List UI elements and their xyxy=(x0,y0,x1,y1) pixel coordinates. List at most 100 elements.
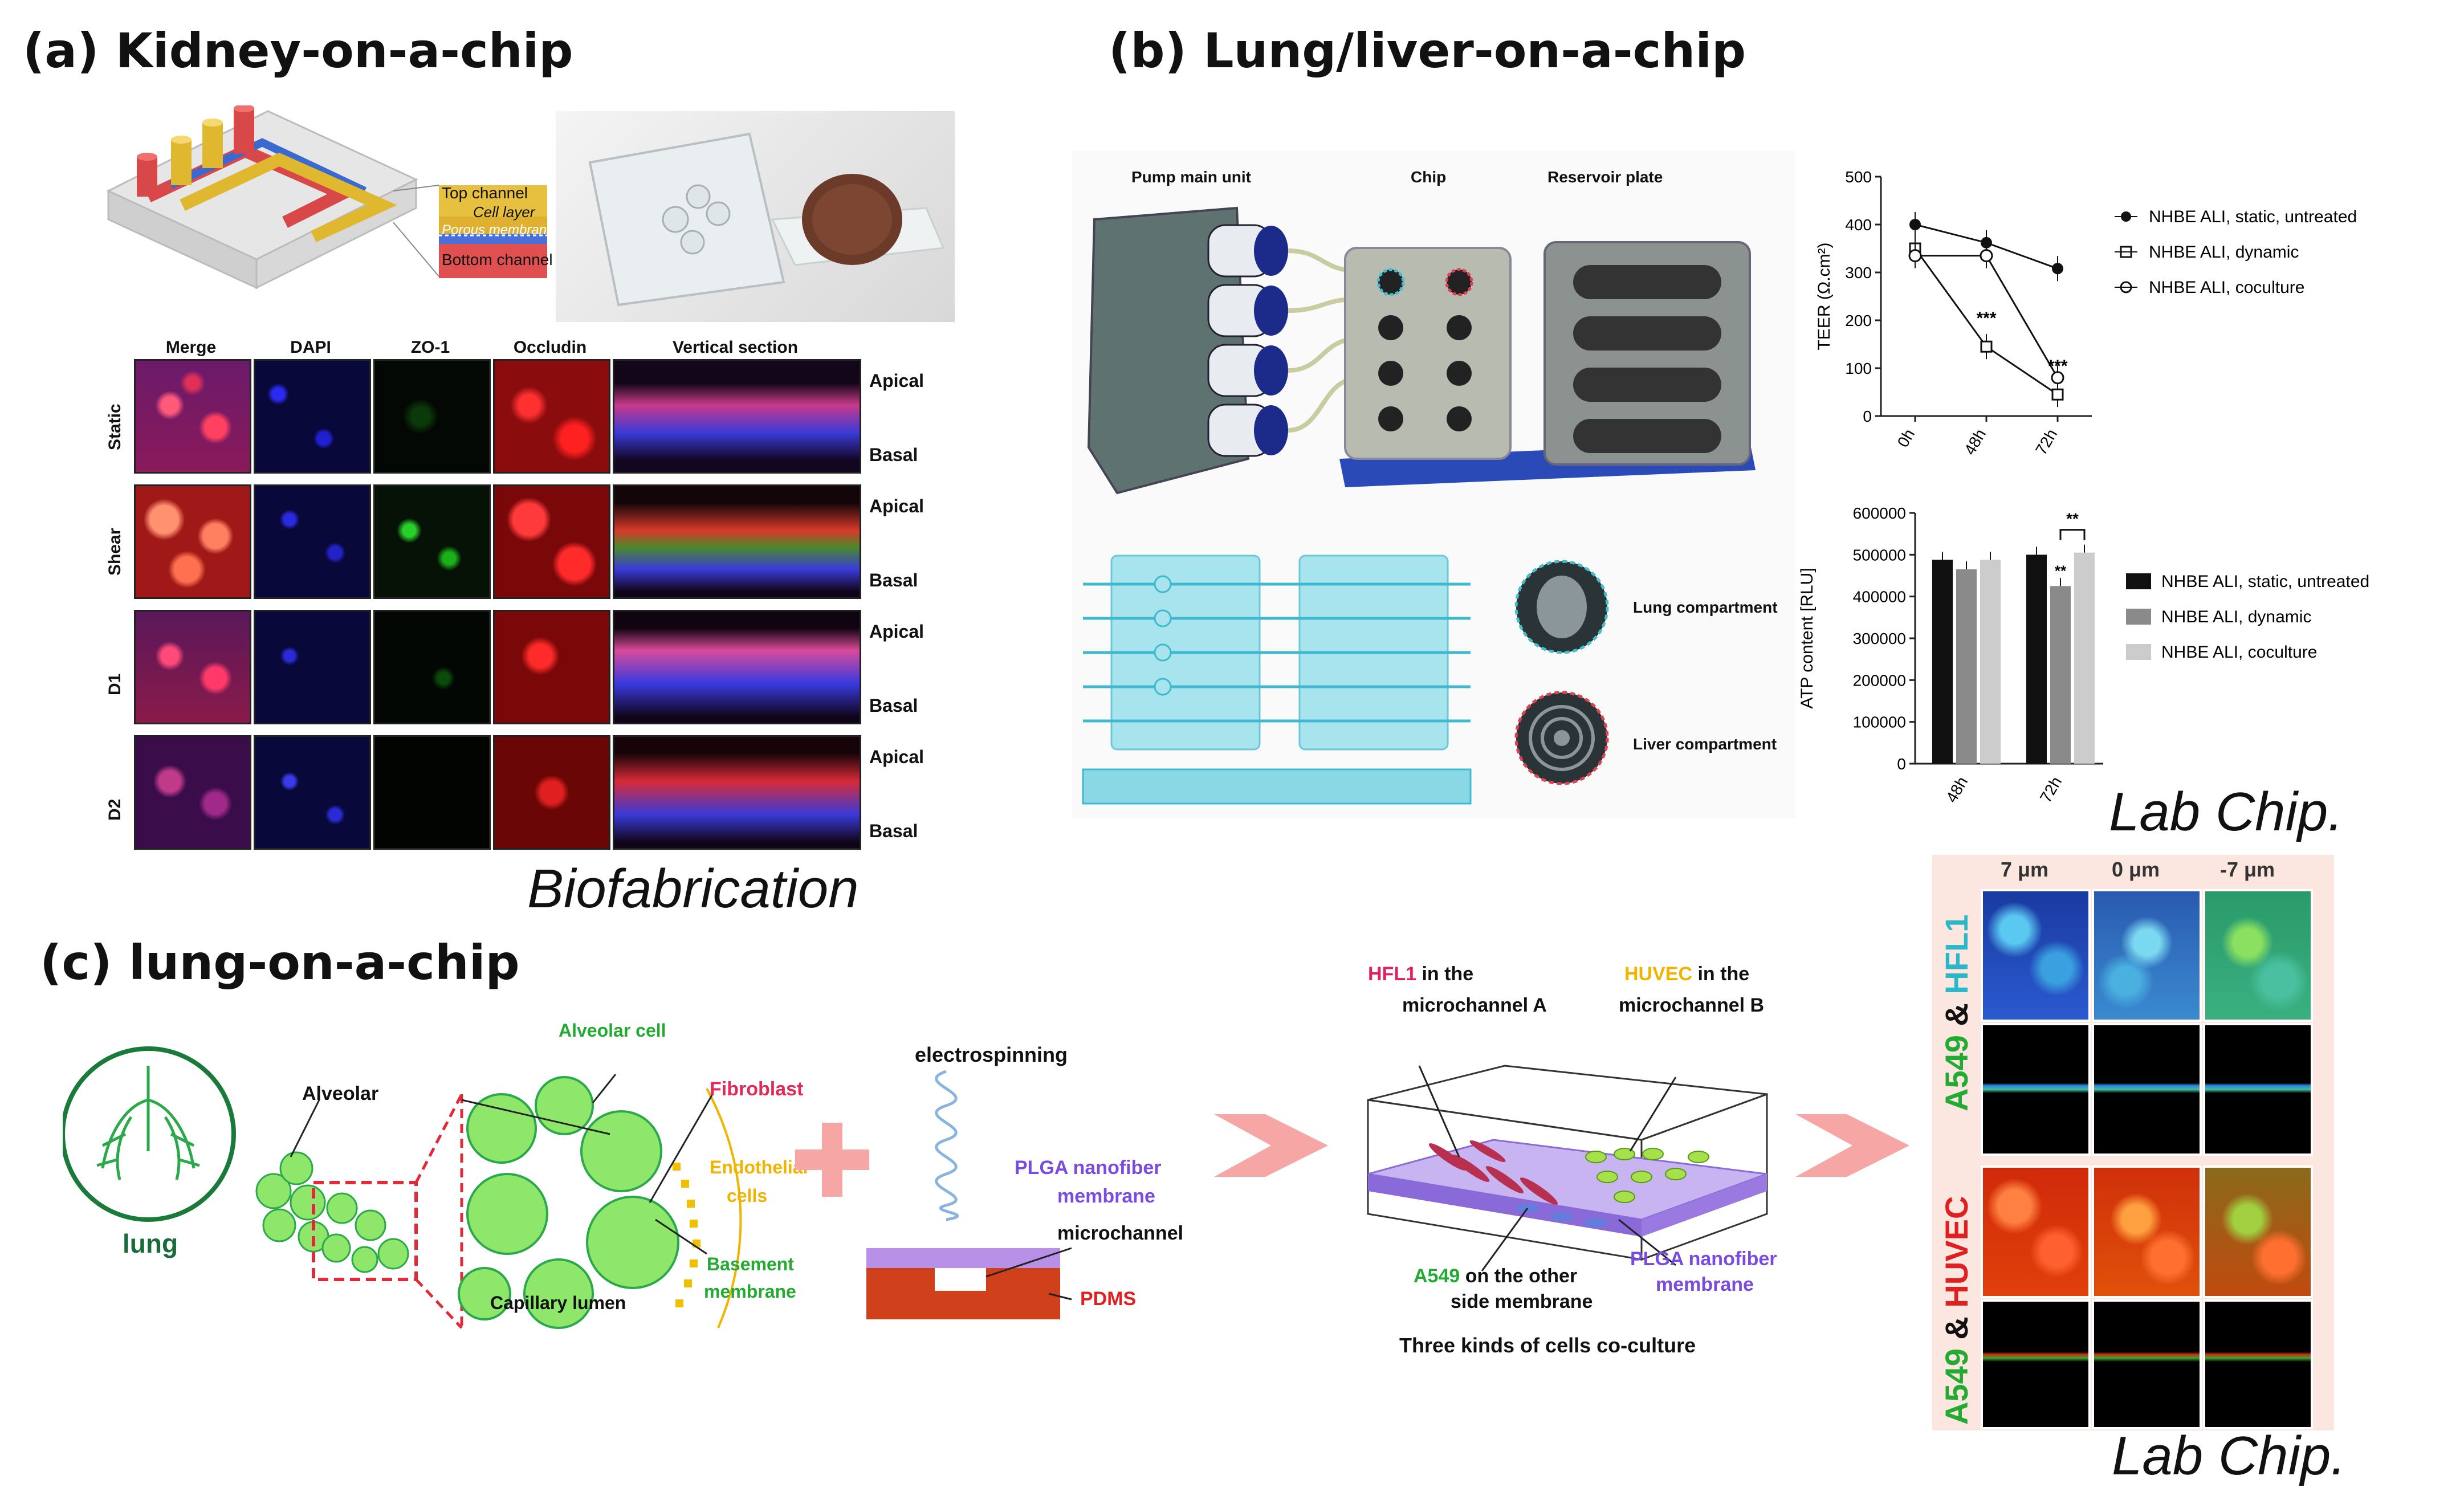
huvec-cross-section-7um xyxy=(1981,1299,2091,1429)
teer-y-tick-label: 200 xyxy=(1845,312,1872,329)
huvec-text: HUVEC xyxy=(1624,963,1693,985)
panel-c-title: (c) lung-on-a-chip xyxy=(40,935,520,991)
panel-a-title: (a) Kidney-on-a-chip xyxy=(23,23,573,79)
atp-y-tick-label: 0 xyxy=(1897,755,1906,773)
row-label-static: Static xyxy=(105,403,124,450)
a549-text: A549 xyxy=(1414,1265,1460,1287)
teer-x-tick-label: 0h xyxy=(1894,426,1918,450)
vertical-section-d2 xyxy=(613,735,861,850)
hfl1-micrograph-0um xyxy=(2092,889,2202,1022)
atp-significance-bracket xyxy=(2059,529,2086,540)
teer-point xyxy=(1908,249,1922,263)
apical-label-shear: Apical xyxy=(869,496,924,516)
label-reservoir-plate: Reservoir plate xyxy=(1547,168,1663,186)
col-header-merge: Merge xyxy=(165,338,217,357)
plga-label-line2: membrane xyxy=(1057,1185,1155,1207)
basal-label-static: Basal xyxy=(869,445,918,465)
plga-b-label-line2: membrane xyxy=(1656,1274,1754,1295)
side-a549-text-2: A549 xyxy=(1938,1348,1974,1425)
chip-label-porous-membrane: Porous membrane xyxy=(442,222,555,238)
micrograph-d1-zo1 xyxy=(373,610,491,724)
electrospinning-label: electrospinning xyxy=(915,1043,1068,1066)
apical-label-static: Apical xyxy=(869,370,924,391)
kidney-chip-photo xyxy=(556,111,955,322)
alveolar-label: Alveolar xyxy=(302,1083,379,1104)
teer-legend-label: NHBE ALI, dynamic xyxy=(2149,243,2299,262)
micrograph-shear-dapi xyxy=(254,484,371,599)
hfl1-cross-section-neg7um xyxy=(2203,1023,2313,1156)
label-chip: Chip xyxy=(1411,168,1447,186)
basal-label-shear: Basal xyxy=(869,570,918,590)
plga-b-label-line1: PLGA nanofiber xyxy=(1630,1248,1777,1270)
teer-point xyxy=(2051,371,2064,385)
electrospinning-schematic xyxy=(855,1060,1254,1322)
arrow-right-icon xyxy=(1214,1103,1328,1188)
huvec-micrograph-0um xyxy=(2092,1165,2202,1298)
teer-point xyxy=(1980,340,1993,353)
col-header-zo1: ZO-1 xyxy=(410,338,450,357)
teer-point xyxy=(1981,237,1992,248)
micrograph-static-occludin xyxy=(493,359,610,474)
depth-label-0um: 0 μm xyxy=(2112,858,2160,881)
micrograph-static-merge xyxy=(134,359,251,474)
atp-significance-bracket-label: ** xyxy=(2066,510,2079,528)
teer-significance: *** xyxy=(1976,309,1996,328)
teer-point xyxy=(2051,388,2064,401)
hfl1-microchannel-a-label: HFL1 in the xyxy=(1368,963,1473,985)
apical-label-d1: Apical xyxy=(869,621,924,642)
side-hfl1-text: HFL1 xyxy=(1938,914,1974,994)
a549-rest-text: on the other xyxy=(1460,1265,1578,1287)
huvec-rest-text: in the xyxy=(1692,963,1750,985)
side-label-a549-huvec: A549 & HUVEC xyxy=(1938,1196,1975,1425)
micrograph-static-zo1 xyxy=(373,359,491,474)
micrograph-d2-zo1 xyxy=(373,735,491,850)
atp-legend-swatch xyxy=(2126,609,2151,625)
hfl1-micrograph-7um xyxy=(1981,889,2091,1022)
lung-label: lung xyxy=(123,1229,178,1258)
side-label-a549-hfl1: A549 & HFL1 xyxy=(1938,915,1975,1111)
micrograph-d2-merge xyxy=(134,735,251,850)
atp-y-tick-label: 300000 xyxy=(1853,630,1906,647)
teer-y-tick-label: 500 xyxy=(1845,168,1872,186)
vertical-section-shear xyxy=(613,484,861,599)
microchannel-label: microchannel xyxy=(1057,1222,1184,1244)
atp-legend-label: NHBE ALI, dynamic xyxy=(2161,608,2311,626)
side-amp-text: & xyxy=(1938,994,1974,1036)
atp-bar xyxy=(2026,555,2047,764)
teer-x-tick-label: 48h xyxy=(1961,426,1989,458)
hfl1-cross-section-0um xyxy=(2092,1023,2202,1156)
atp-y-tick-label: 500000 xyxy=(1853,546,1906,564)
atp-y-tick-label: 600000 xyxy=(1853,504,1906,522)
teer-legend-label: NHBE ALI, coculture xyxy=(2149,278,2304,297)
plus-icon xyxy=(795,1123,869,1197)
teer-y-axis-label: TEER (Ω.cm²) xyxy=(1815,242,1834,350)
hfl1-micrograph-neg7um xyxy=(2203,889,2313,1022)
basal-label-d1: Basal xyxy=(869,695,918,716)
capillary-lumen-label: Capillary lumen xyxy=(490,1293,626,1313)
micrograph-d2-dapi xyxy=(254,735,371,850)
atp-y-tick-label: 200000 xyxy=(1853,671,1906,689)
teer-y-tick-label: 0 xyxy=(1863,407,1872,425)
pdms-label: PDMS xyxy=(1080,1288,1137,1310)
basement-label: Basement xyxy=(707,1254,794,1274)
micrograph-shear-zo1 xyxy=(373,484,491,599)
teer-y-tick-label: 300 xyxy=(1845,264,1872,282)
atp-legend-swatch xyxy=(2126,573,2151,589)
atp-x-tick-label: 48h xyxy=(1942,774,1971,806)
teer-legend-label: NHBE ALI, static, untreated xyxy=(2149,207,2357,226)
micrograph-shear-merge xyxy=(134,484,251,599)
hfl1-text: HFL1 xyxy=(1368,963,1416,985)
huvec-micrograph-neg7um xyxy=(2203,1165,2313,1298)
endothelial-cells-label: cells xyxy=(727,1185,768,1206)
chip-label-top-channel: Top channel xyxy=(442,184,528,202)
atp-bar xyxy=(1980,560,2001,764)
atp-significance-dynamic: ** xyxy=(2055,562,2067,579)
a549-other-side-label: A549 on the other xyxy=(1414,1265,1577,1287)
atp-legend-label: NHBE ALI, static, untreated xyxy=(2161,572,2369,591)
huvec-cross-section-neg7um xyxy=(2203,1299,2313,1429)
col-header-dapi: DAPI xyxy=(290,338,331,357)
vertical-section-static xyxy=(613,359,861,474)
depth-label-7um: 7 μm xyxy=(2001,858,2049,881)
huvec-microchannel-b-label: HUVEC in the xyxy=(1624,963,1749,985)
huvec-cross-section-0um xyxy=(2092,1299,2202,1429)
